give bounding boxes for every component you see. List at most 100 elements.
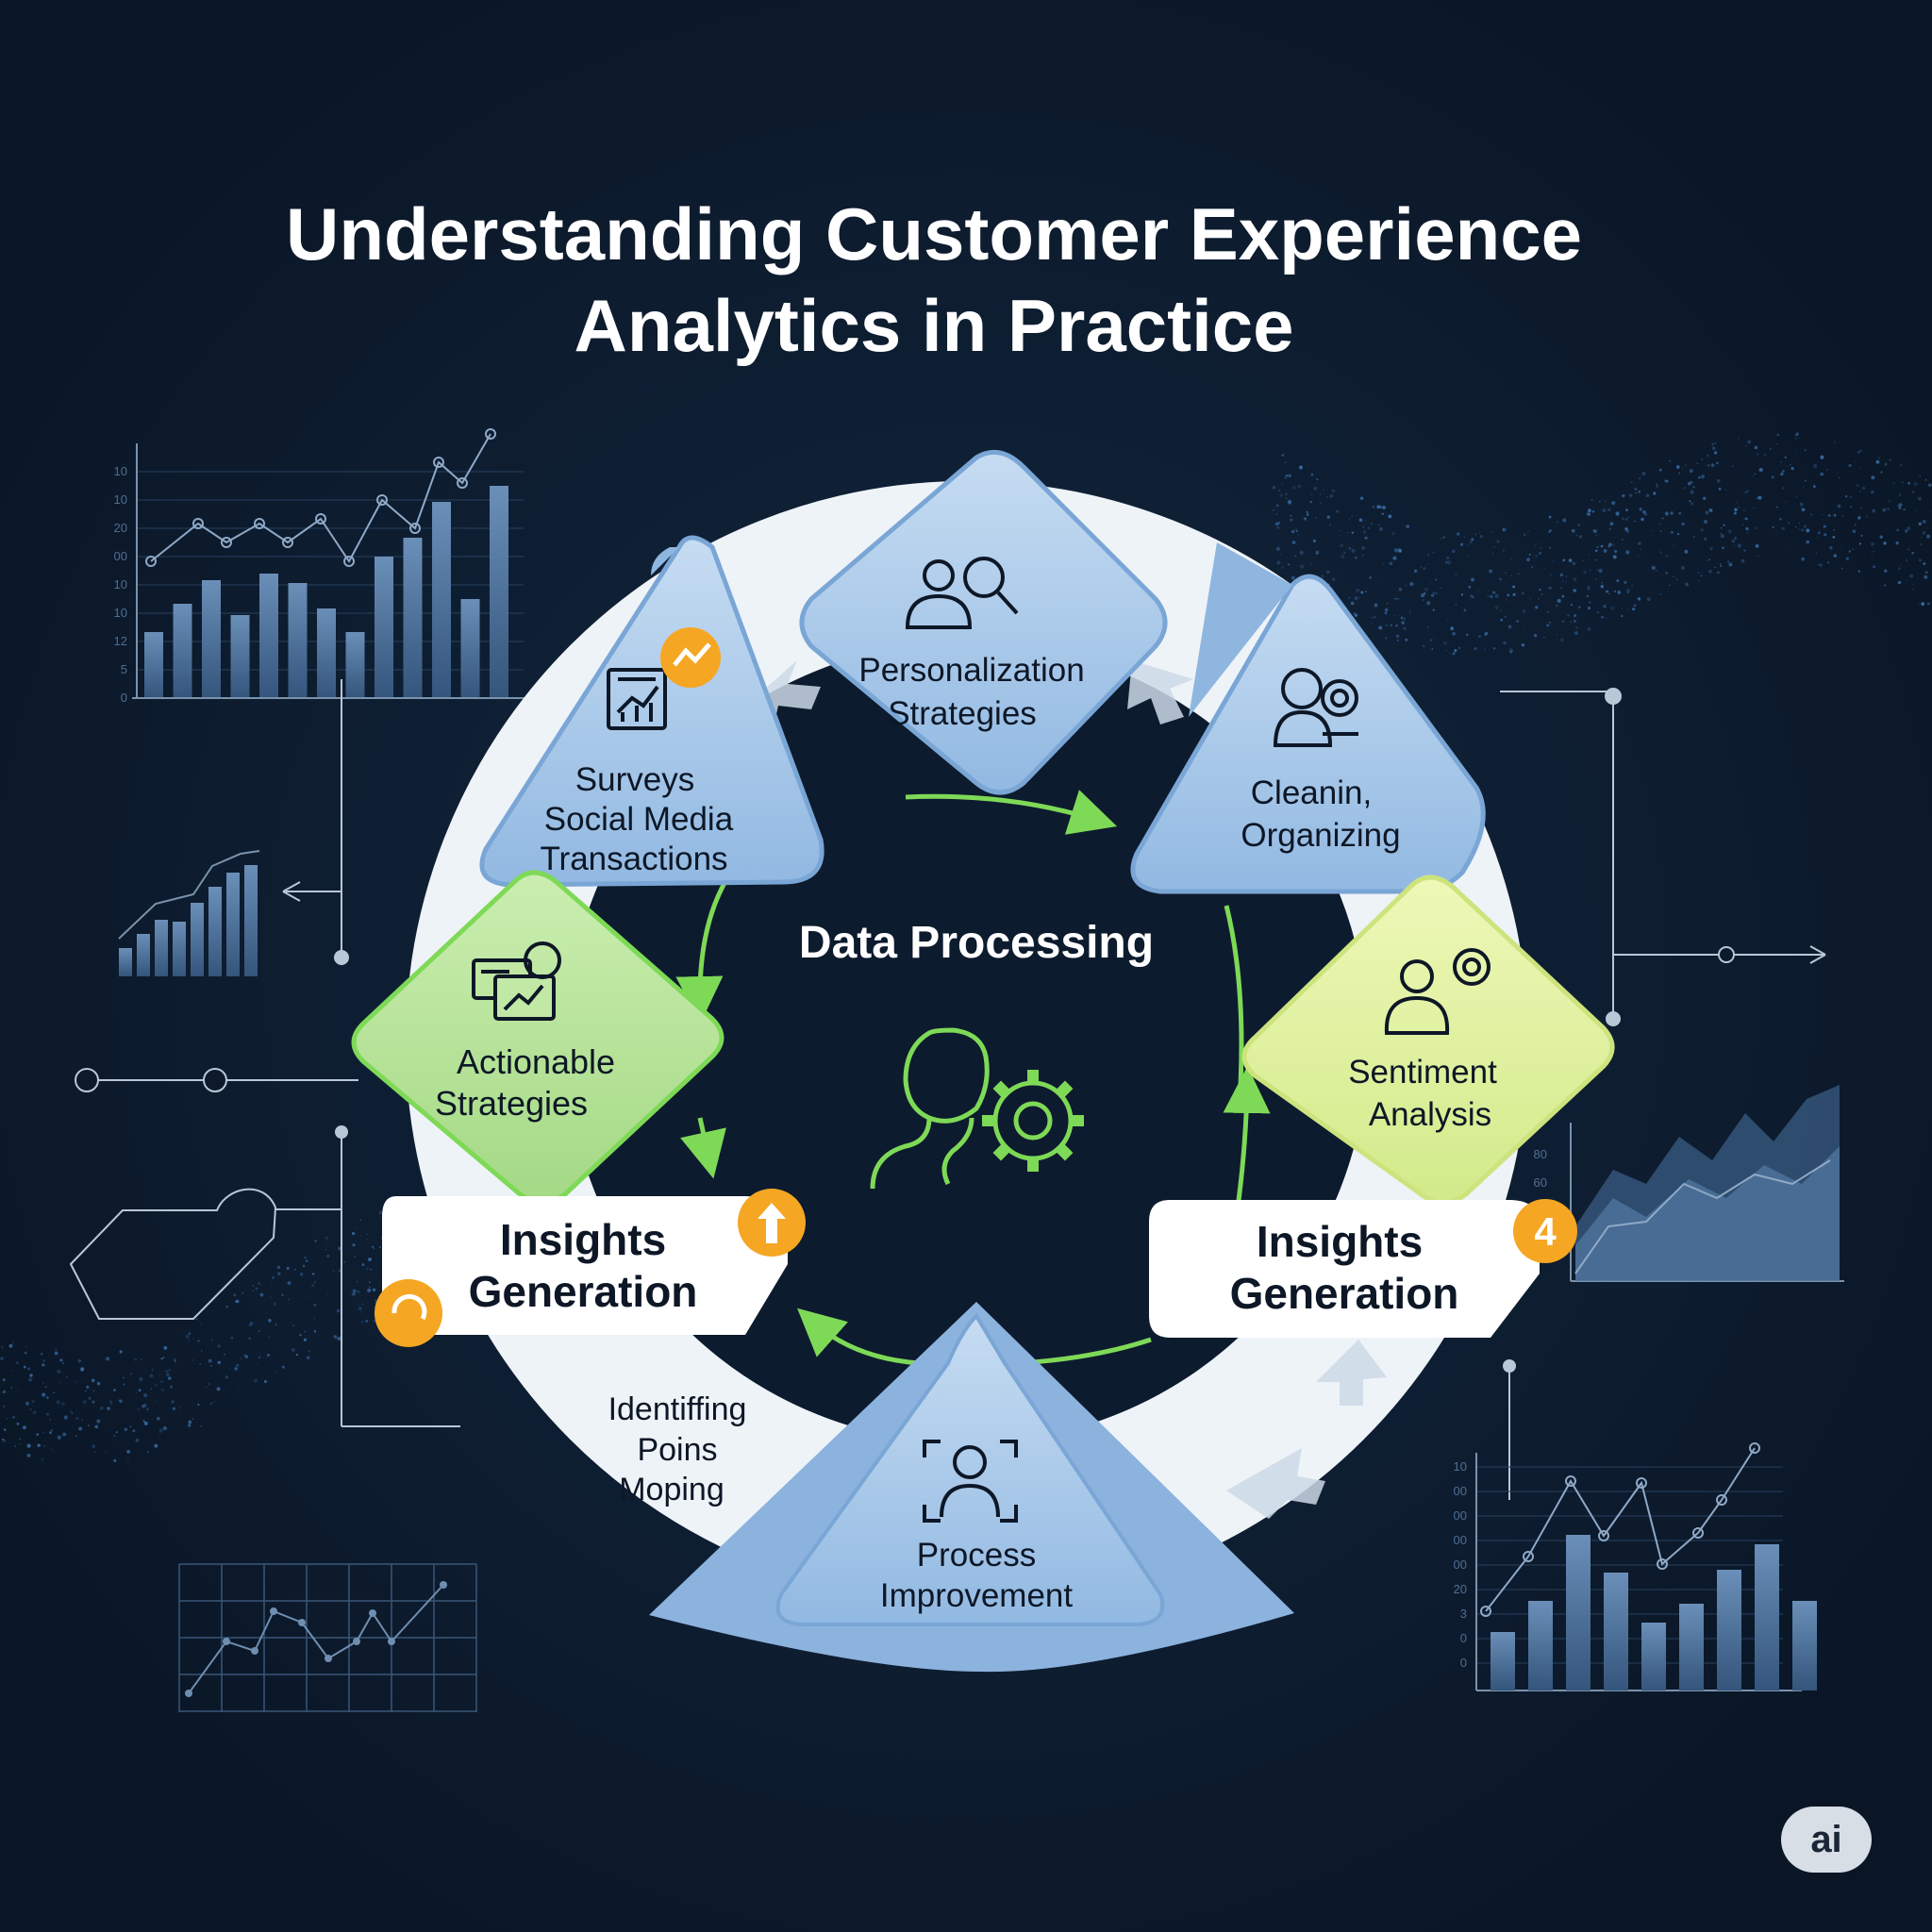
- node-sentiment[interactable]: Sentiment Analysis: [1241, 874, 1615, 1206]
- people-search-icon: [905, 557, 1019, 629]
- tl-point: [192, 518, 204, 529]
- surveys-badge: [660, 627, 721, 688]
- tl-point: [485, 428, 496, 440]
- bl-point: [325, 1655, 332, 1662]
- watermark-text: ai: [1810, 1819, 1841, 1860]
- node-process[interactable]: Process Improvement: [649, 1302, 1294, 1673]
- small-bar: [137, 934, 150, 976]
- up-arrow-icon: [758, 1203, 786, 1243]
- tl-tick-label: 00: [114, 549, 127, 563]
- tl-point: [145, 556, 157, 567]
- br-tick-label: 00: [1454, 1508, 1467, 1523]
- tl-point: [376, 494, 388, 506]
- sentiment-line-1: Sentiment: [1348, 1054, 1497, 1091]
- br-tick-label: 10: [1454, 1459, 1467, 1474]
- bl-point: [270, 1607, 277, 1615]
- tl-bar: [345, 632, 365, 698]
- small-bar: [244, 865, 258, 976]
- trend-line-icon: [673, 642, 711, 667]
- bl-point: [185, 1690, 192, 1697]
- br-bar: [1679, 1604, 1704, 1690]
- br-bar: [1528, 1601, 1553, 1690]
- insights-left-badge: [738, 1189, 806, 1257]
- actionable-line-2: Strategies: [435, 1084, 588, 1123]
- insights-right-badge: 4: [1513, 1199, 1577, 1263]
- cleaning-line-2: Organizing: [1241, 817, 1400, 854]
- insights-right-badge-number: 4: [1534, 1209, 1557, 1254]
- bl-point: [369, 1609, 376, 1617]
- insights-left-line-1: Insights: [500, 1215, 666, 1264]
- bottom-left-line-chart: [178, 1563, 477, 1712]
- person-gear-icon: [1384, 948, 1491, 1035]
- identifying-line-2: Poins: [637, 1432, 717, 1468]
- tl-bar: [317, 608, 336, 698]
- personalization-line-1: Personalization: [858, 652, 1084, 689]
- center-label: Data Processing: [799, 918, 1154, 968]
- process-line-2: Improvement: [880, 1577, 1074, 1614]
- tl-bar: [202, 580, 221, 698]
- node-personalization[interactable]: Personalization Strategies: [799, 449, 1168, 795]
- br-point: [1523, 1551, 1534, 1562]
- personalization-line-2: Strategies: [888, 695, 1037, 732]
- strategy-board-icon: [472, 941, 561, 1021]
- small-bar: [226, 873, 240, 976]
- cleaning-line-1: Cleanin,: [1251, 774, 1372, 811]
- br-bar: [1641, 1623, 1666, 1690]
- right-area-chart: 80600: [1534, 1085, 1844, 1282]
- br-bar: [1717, 1570, 1741, 1690]
- br-tick-label: 00: [1454, 1484, 1467, 1498]
- node-insights-left[interactable]: Insights Generation: [375, 1189, 806, 1347]
- br-bar: [1491, 1632, 1515, 1690]
- br-tick-label: 20: [1454, 1582, 1467, 1596]
- small-bar: [119, 948, 132, 976]
- node-cleaning[interactable]: Cleanin, Organizing: [1130, 542, 1486, 894]
- tl-point: [457, 477, 468, 489]
- tl-bar: [432, 502, 451, 698]
- insights-right-line-2: Generation: [1230, 1269, 1459, 1318]
- right-tick-label: 80: [1534, 1147, 1547, 1161]
- tl-bar: [230, 615, 250, 698]
- br-point: [1657, 1558, 1668, 1570]
- right-tick-label: 60: [1534, 1175, 1547, 1190]
- tl-point: [409, 523, 421, 534]
- title-line-1: Understanding Customer Experience: [286, 192, 1582, 275]
- tl-tick-label: 10: [114, 492, 127, 507]
- insights-right-line-1: Insights: [1257, 1217, 1423, 1266]
- br-tick-label: 00: [1454, 1557, 1467, 1572]
- br-tick-label: 0: [1460, 1656, 1467, 1670]
- surveys-line-3: Transactions: [540, 841, 727, 877]
- tl-point: [254, 518, 265, 529]
- report-chart-icon: [607, 668, 667, 730]
- sentiment-line-2: Analysis: [1369, 1096, 1491, 1133]
- bl-point: [251, 1647, 258, 1655]
- small-bar-chart: [118, 850, 260, 976]
- tl-tick-label: 20: [114, 521, 127, 535]
- br-point: [1565, 1475, 1576, 1487]
- tl-bar: [259, 574, 278, 698]
- node-insights-right[interactable]: Insights Generation 4: [1149, 1199, 1577, 1338]
- node-actionable[interactable]: Actionable Strategies: [351, 870, 724, 1206]
- br-tick-label: 0: [1460, 1631, 1467, 1645]
- left-connector-lines: [69, 679, 460, 1427]
- tl-point: [343, 556, 355, 567]
- tl-bar: [288, 583, 308, 698]
- br-point: [1749, 1442, 1760, 1454]
- node-identifying[interactable]: Identiffing Poins Moping: [608, 1391, 747, 1507]
- people-gear-icon: [1273, 668, 1358, 747]
- surveys-line-2: Social Media: [544, 801, 734, 838]
- br-point: [1636, 1477, 1647, 1489]
- watermark-badge: ai: [1781, 1807, 1872, 1873]
- br-point: [1692, 1527, 1704, 1539]
- insights-left-badge-2: [375, 1279, 442, 1347]
- tl-tick-label: 5: [121, 662, 127, 676]
- tl-point: [221, 537, 232, 548]
- br-bar: [1792, 1601, 1817, 1690]
- tl-point: [282, 537, 293, 548]
- node-surveys[interactable]: Surveys Social Media Transactions: [479, 535, 824, 888]
- br-bar: [1566, 1535, 1591, 1690]
- small-bar: [173, 922, 186, 976]
- tl-tick-label: 10: [114, 577, 127, 591]
